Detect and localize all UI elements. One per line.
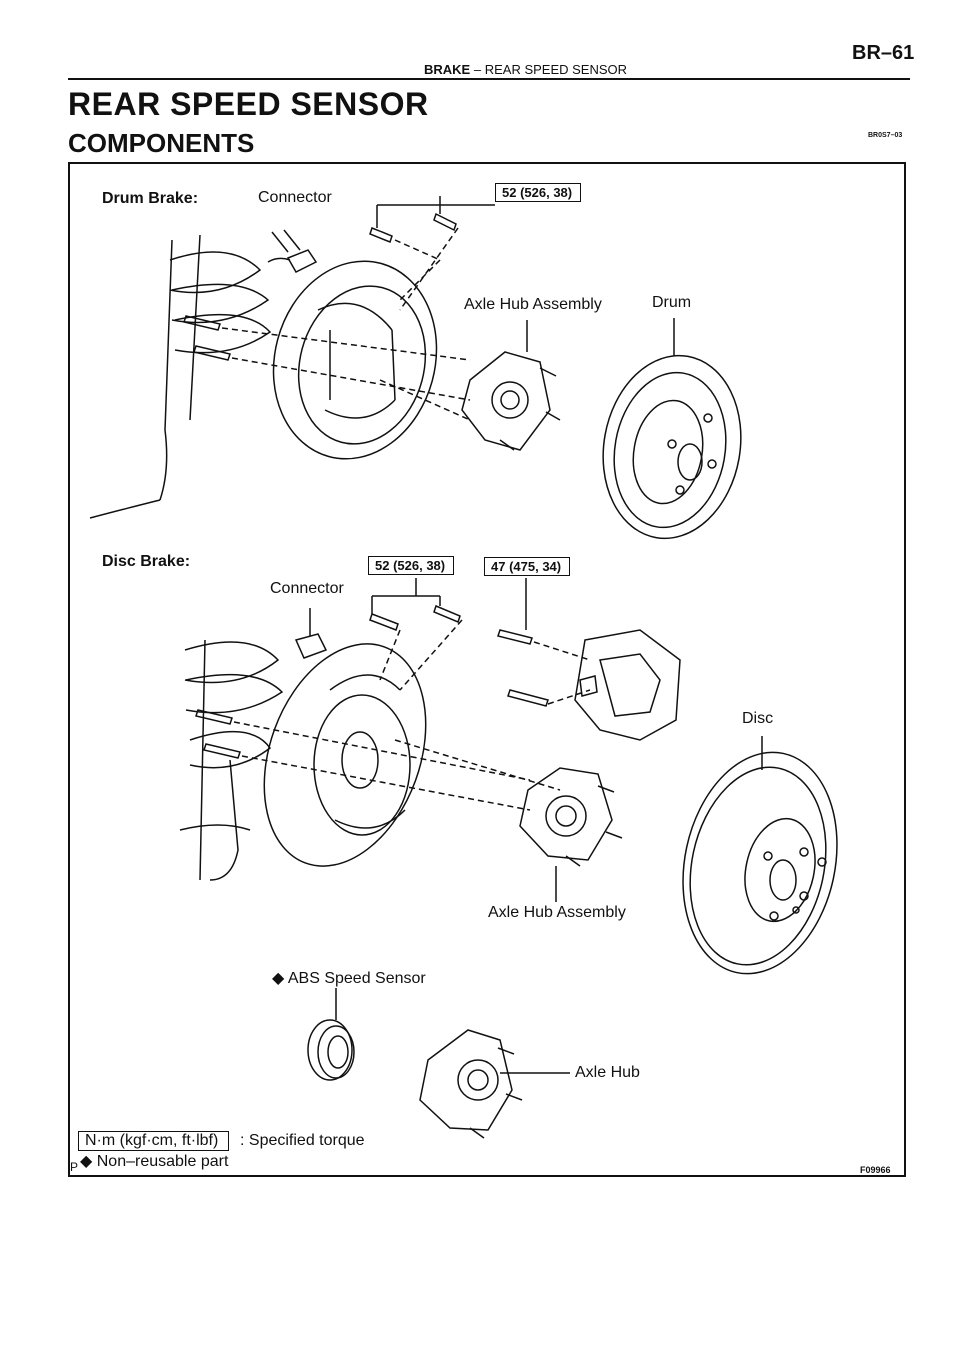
figure-code: F09966 bbox=[860, 1165, 891, 1175]
drum-torque-spec: 52 (526, 38) bbox=[495, 183, 582, 202]
drum-guide-lines bbox=[221, 227, 471, 421]
axle-hub-part bbox=[419, 1029, 570, 1139]
disc-backing-plate bbox=[263, 643, 427, 867]
disc-connector-label: Connector bbox=[270, 580, 344, 597]
drum-backing-plate bbox=[272, 260, 438, 460]
header-subsection: REAR SPEED SENSOR bbox=[484, 62, 628, 77]
disc-guide-lines bbox=[233, 619, 591, 811]
header-section: BRAKE bbox=[424, 62, 471, 77]
drum-label: Drum bbox=[652, 294, 692, 311]
disc-rotor bbox=[682, 736, 838, 975]
p-marker: P bbox=[70, 1160, 79, 1174]
drum-spring-illustration bbox=[89, 234, 272, 519]
disc-brake-heading: Disc Brake: bbox=[102, 553, 191, 570]
torque-unit-legend-box: N·m (kgf·cm, ft·lbf) bbox=[78, 1131, 230, 1151]
disc-axle-hub bbox=[519, 767, 623, 902]
drum-bolts bbox=[183, 196, 495, 361]
drum-axle-hub-assembly-label: Axle Hub Assembly bbox=[464, 296, 602, 313]
page-subtitle: COMPONENTS bbox=[68, 128, 255, 158]
abs-speed-sensor-label: ◆ ABS Speed Sensor bbox=[272, 970, 426, 987]
running-header: BRAKE – REAR SPEED SENSOR bbox=[424, 62, 627, 77]
page-number: BR–61 bbox=[852, 42, 915, 64]
torque-unit-legend-text: : Specified torque bbox=[240, 1132, 365, 1149]
disc-bolts bbox=[195, 578, 549, 759]
drum-brake-heading: Drum Brake: bbox=[102, 190, 199, 207]
nonreusable-legend: ◆ Non–reusable part bbox=[80, 1153, 229, 1170]
disc-label: Disc bbox=[742, 710, 774, 727]
drum-connector-label: Connector bbox=[258, 189, 332, 206]
header-rule bbox=[68, 78, 910, 80]
page-title: REAR SPEED SENSOR bbox=[68, 86, 429, 122]
abs-speed-sensor-part bbox=[307, 988, 355, 1081]
disc-spring-illustration bbox=[179, 639, 284, 881]
disc-torque-spec-2: 47 (475, 34) bbox=[484, 557, 571, 576]
disc-connector bbox=[294, 608, 328, 659]
axle-hub-label: Axle Hub bbox=[575, 1064, 640, 1081]
figure-frame bbox=[68, 162, 906, 1177]
drum-connector bbox=[267, 229, 318, 273]
drum-part bbox=[602, 318, 742, 540]
document-code: BR0S7–03 bbox=[868, 132, 903, 139]
drum-axle-hub bbox=[461, 320, 561, 451]
disc-caliper bbox=[574, 629, 681, 741]
disc-torque-spec-1: 52 (526, 38) bbox=[368, 556, 455, 575]
header-separator: – bbox=[473, 62, 482, 77]
disc-axle-hub-assembly-label: Axle Hub Assembly bbox=[488, 904, 626, 921]
